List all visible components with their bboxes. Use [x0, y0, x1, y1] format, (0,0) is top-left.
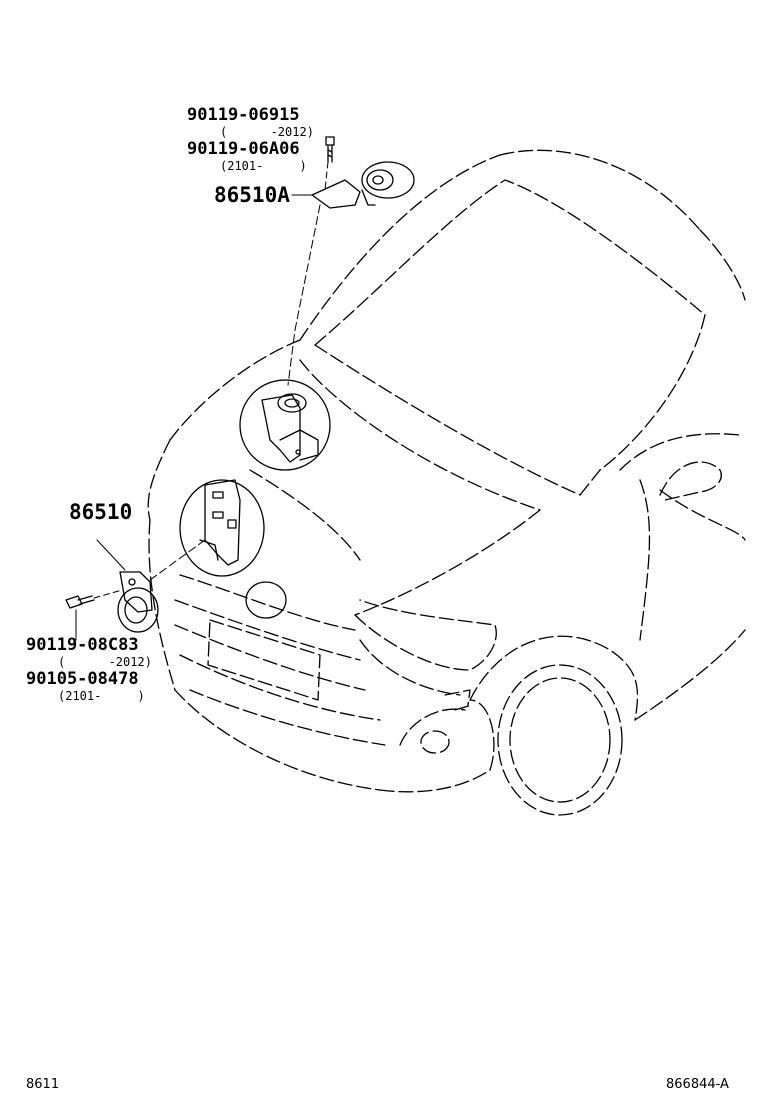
footer-left-code: 8611 — [26, 1077, 60, 1092]
lower-part-1-label: 90119-08C83 — [26, 635, 139, 655]
upper-part-2-range: (2101- ) — [220, 159, 307, 173]
lower-part-1-range: ( -2012) — [58, 655, 152, 669]
lower-part-2-range: (2101- ) — [58, 689, 145, 703]
leader-lines — [75, 161, 329, 641]
upper-part-1-label: 90119-06915 — [187, 105, 300, 125]
upper-horn-label: 86510A — [214, 183, 290, 207]
footer-right-code: 866844-A — [666, 1077, 729, 1092]
car-outline — [147, 149, 746, 816]
lower-horn-assembly — [65, 571, 159, 633]
upper-part-1-range: ( -2012) — [220, 125, 314, 139]
upper-part-2-label: 90119-06A06 — [187, 139, 300, 159]
emblem — [245, 581, 287, 619]
lower-horn-label: 86510 — [69, 500, 133, 524]
lower-part-2-label: 90105-08478 — [26, 669, 139, 689]
detail-circle-lower — [179, 479, 265, 577]
detail-circle-upper — [239, 379, 331, 471]
upper-horn-assembly — [311, 136, 415, 209]
